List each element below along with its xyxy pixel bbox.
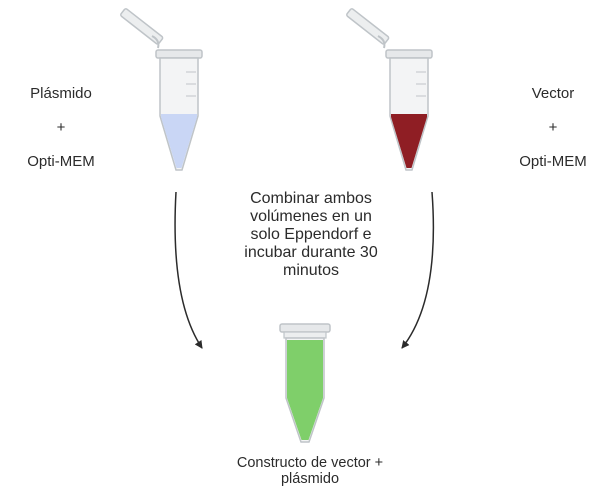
result-eppendorf-tube	[279, 323, 331, 443]
right-eppendorf-tube	[346, 8, 433, 171]
result-label-line: plásmido	[280, 471, 340, 487]
instruction-line: volúmenes en un	[250, 208, 372, 225]
right-label-line: +	[548, 119, 558, 136]
left-label-line: +	[56, 119, 66, 136]
left-tube-liquid	[161, 114, 197, 168]
left-label-line: Plásmido	[30, 85, 92, 102]
left-arrow	[174, 191, 203, 349]
result-tube-liquid	[287, 340, 323, 440]
result-label-line: Constructo de vector +	[236, 455, 384, 471]
left-tube-lid	[120, 8, 164, 49]
instruction-line: solo Eppendorf e	[250, 226, 372, 243]
left-label-line: Opti-MEM	[27, 153, 95, 170]
instruction-line: minutos	[282, 262, 340, 279]
right-label-line: Vector	[531, 85, 575, 102]
right-tube-label: Vector + Opti-MEM	[498, 68, 604, 187]
instruction-line: incubar durante 30	[244, 244, 378, 261]
instruction-line: Combinar ambos	[250, 190, 372, 207]
right-label-line: Opti-MEM	[519, 153, 587, 170]
right-arrow	[401, 191, 435, 349]
instruction-text: Combinar ambos volúmenes en un solo Eppe…	[198, 190, 424, 280]
left-eppendorf-tube	[120, 8, 203, 171]
result-label: Constructo de vector + plásmido	[180, 455, 440, 487]
left-tube-label: Plásmido + Opti-MEM	[6, 68, 116, 187]
right-tube-lid	[346, 8, 390, 49]
right-tube-liquid	[391, 114, 427, 168]
